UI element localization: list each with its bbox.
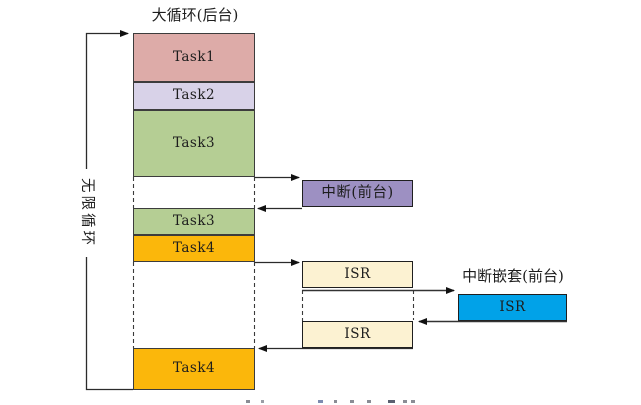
task3-block: Task3	[133, 110, 255, 177]
task4-resumed-block: Task4	[133, 348, 255, 390]
isr-second-block: ISR	[302, 321, 413, 348]
task2-label: Task2	[172, 87, 216, 104]
task3-resumed-block: Task3	[133, 208, 255, 235]
task2-block: Task2	[133, 82, 255, 110]
nested-interrupt-title: 中断嵌套(前台)	[462, 267, 564, 285]
infinite-loop-label: 无限循环	[78, 169, 96, 257]
nested-isr-label: ISR	[499, 298, 526, 315]
task4-label: Task4	[172, 239, 216, 256]
task1-label: Task1	[172, 48, 216, 65]
task4-resumed-label: Task4	[172, 360, 216, 377]
interrupt-block: 中断(前台)	[302, 180, 413, 207]
isr-second-label: ISR	[344, 325, 371, 342]
task3-label: Task3	[172, 134, 216, 151]
task3-resumed-label: Task3	[172, 212, 216, 229]
task1-block: Task1	[133, 33, 255, 82]
nested-isr-block: ISR	[458, 294, 567, 321]
cropped-caption-fragment	[246, 400, 415, 403]
isr-first-block: ISR	[302, 261, 413, 288]
task4-block: Task4	[133, 235, 255, 262]
isr-first-label: ISR	[344, 265, 371, 282]
interrupt-label: 中断(前台)	[321, 185, 394, 202]
background-loop-title: 大循环(后台)	[151, 6, 239, 24]
